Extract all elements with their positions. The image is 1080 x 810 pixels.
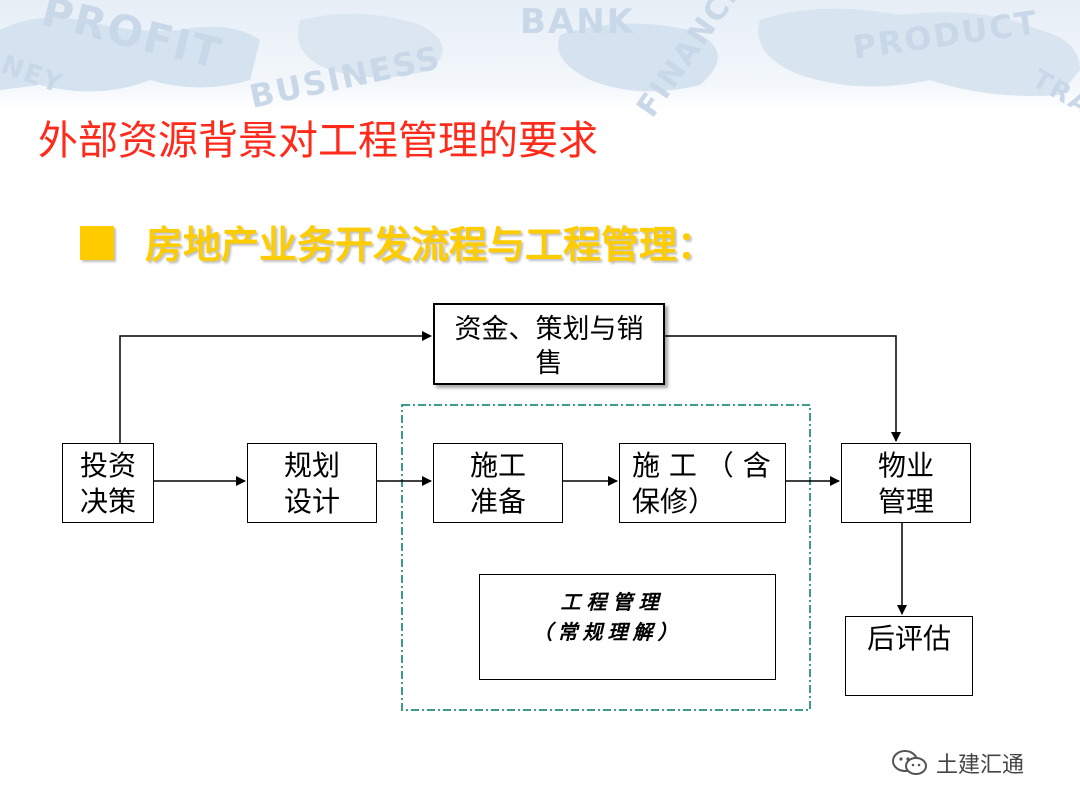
arrow-invest-to-finance	[119, 331, 432, 443]
page-title: 外部资源背景对工程管理的要求	[38, 118, 598, 164]
node-finance-planning-sales: 资金、策划与销 售	[433, 303, 665, 385]
section-subtitle: 房地产业务开发流程与工程管理：	[145, 223, 716, 267]
engineering-scope-frame	[401, 404, 811, 711]
wechat-icon	[892, 750, 927, 775]
node-engineering-management: 工程管理 （常规理解）	[479, 574, 776, 680]
node-planning-design: 规划 设计	[247, 443, 377, 523]
bullet-square-icon	[80, 226, 114, 260]
brand-name: 土建汇通	[936, 753, 1025, 778]
arrow-finance-to-property	[665, 335, 901, 442]
node-property-management: 物业 管理	[841, 443, 971, 523]
wechat-brand: 土建汇通	[890, 748, 1024, 778]
node-post-evaluation: 后评估	[845, 616, 973, 696]
node-investment-decision: 投资 决策	[62, 443, 154, 523]
header-banner: PROFIT BUSINESS BANK FINANCE PRODUCT NEY…	[0, 0, 1080, 124]
world-map-graphic	[0, 8, 1080, 97]
watermark-bank: BANK	[520, 2, 636, 42]
node-construction-preparation: 施工 准备	[433, 443, 563, 523]
node-construction-warranty: 施 工 （ 含 保修）	[619, 443, 786, 523]
